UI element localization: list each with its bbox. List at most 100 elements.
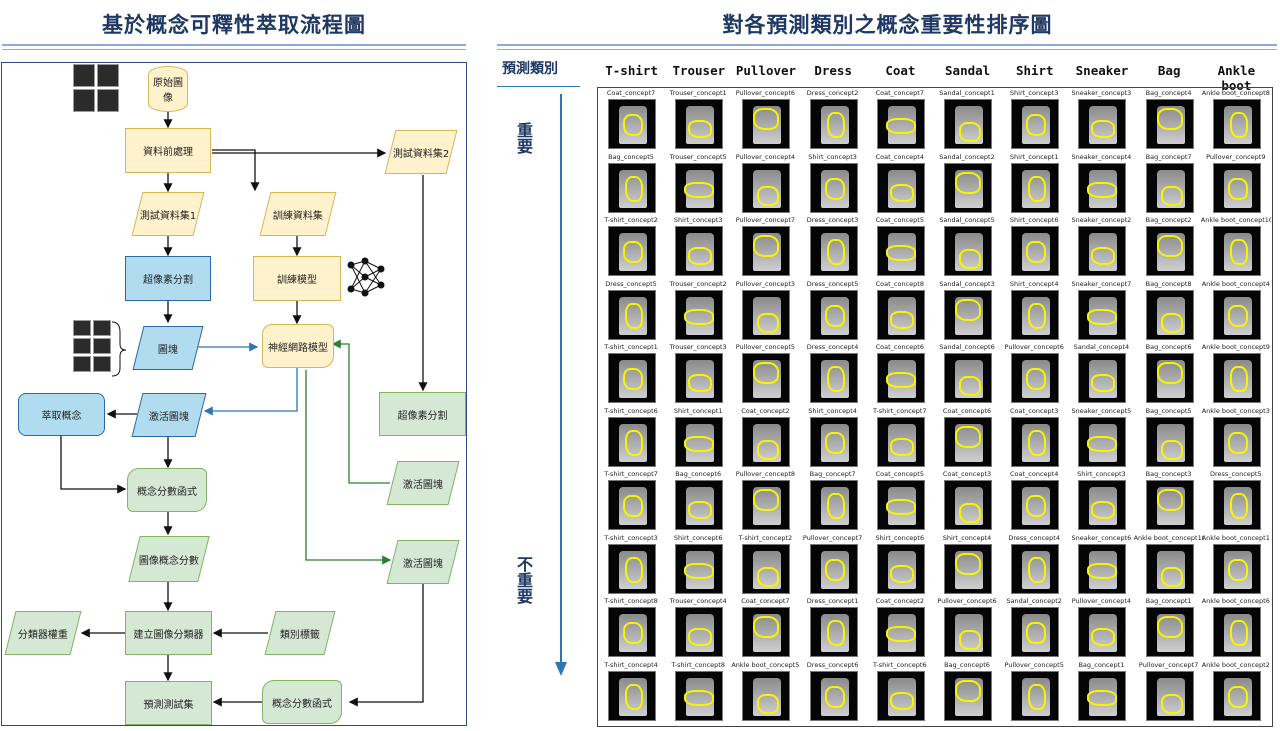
concept-image <box>809 353 858 403</box>
concept-cell: Sneaker_concept7 <box>1068 279 1134 342</box>
concept-image <box>1078 543 1127 594</box>
concept-cell: Coat_concept7 <box>867 88 933 151</box>
concept-region-outline <box>826 493 845 519</box>
concept-cell: Pullover_concept5 <box>732 342 798 405</box>
title-underline-thin <box>2 49 466 50</box>
concept-image <box>742 226 791 276</box>
nn-model-label: 神經網路模型 <box>268 342 328 354</box>
concept-label: Pullover_concept9 <box>1206 152 1266 161</box>
concept-image <box>675 416 724 467</box>
concept-cell: Bag_concept8 <box>1136 279 1202 342</box>
concept-label: Dress_concept2 <box>806 89 859 97</box>
flowchart-title: 基於概念可釋性萃取流程圖 <box>102 13 366 37</box>
concept-cell: Sneaker_concept4 <box>1068 152 1134 215</box>
concept-region-outline <box>625 302 643 329</box>
concept-region-outline <box>826 239 845 265</box>
concept-image <box>1145 543 1194 594</box>
train-set-label: 訓練資料集 <box>273 210 323 222</box>
concept-region-outline <box>824 304 845 327</box>
concept-cell: Trouser_concept4 <box>665 596 731 659</box>
concept-cell: Bag_concept1 <box>1136 596 1202 659</box>
concept-region-outline <box>753 616 780 638</box>
concept-region-outline <box>889 691 914 710</box>
concept-label: Pullover_concept4 <box>1071 597 1132 605</box>
concept-region-outline <box>623 622 643 644</box>
classifier-weights-node: 分類器權重 <box>4 611 82 655</box>
concept-cell: T-shirt_concept2 <box>732 533 798 596</box>
concept-label: Coat_concept3 <box>1010 406 1059 415</box>
concept-cell: Coat_concept3 <box>934 469 1000 532</box>
concept-region-outline <box>885 372 916 388</box>
test-set2-node: 測試資料集2 <box>384 130 458 174</box>
concept-region-outline <box>959 249 981 269</box>
concept-cell: Dress_concept3 <box>800 215 866 278</box>
concept-image <box>1011 226 1060 276</box>
concept-region-outline <box>1026 241 1047 263</box>
concept-label: Pullover_concept6 <box>937 597 997 605</box>
concept-label: T-shirt_concept7 <box>604 470 658 478</box>
concept-image <box>675 289 724 340</box>
concept-region-outline <box>826 112 845 138</box>
concept-image <box>876 480 925 530</box>
concept-image <box>1078 416 1127 467</box>
concept-cell: Ankle boot_concept4 <box>1202 279 1270 342</box>
concept-label: Coat_concept6 <box>875 343 924 351</box>
concept-cell: Pullover_concept7 <box>800 533 866 596</box>
concept-region-outline <box>1227 558 1248 581</box>
concept-cell: Shirt_concept1 <box>665 406 731 469</box>
concept-image <box>742 99 791 149</box>
concept-region-outline <box>1091 120 1116 138</box>
concept-cell: Shirt_concept6 <box>867 533 933 596</box>
concept-cell: T-shirt_concept4 <box>598 660 664 723</box>
concept-cell: Ankle boot_concept6 <box>1201 596 1270 659</box>
concept-image <box>742 543 791 594</box>
flowchart-connectors <box>60 112 428 707</box>
concept-label: T-shirt_concept8 <box>671 660 725 669</box>
concept-cell: Dress_concept5 <box>1203 469 1269 532</box>
concept-region-outline <box>1091 628 1116 646</box>
concept-image <box>876 162 925 213</box>
concept-region-outline <box>684 308 715 325</box>
concept-label: Ankle boot_concept5 <box>731 660 800 669</box>
concept-cell: Coat_concept7 <box>732 596 798 659</box>
concept-region-outline <box>826 620 845 646</box>
concept-image <box>1078 162 1127 213</box>
concept-label: Bag_concept6 <box>1145 343 1192 351</box>
concept-cell: Bag_concept4 <box>1136 88 1202 151</box>
concept-region-outline <box>688 247 713 265</box>
test-set2-label: 測試資料集2 <box>392 148 450 160</box>
concept-cell: Dress_concept5 <box>598 279 664 342</box>
concept-cell: Bag_concept2 <box>1136 215 1202 278</box>
concept-cell: Coat_concept4 <box>867 152 933 215</box>
concept-region-outline <box>955 298 981 321</box>
column-header: Shirt <box>1015 63 1054 78</box>
concept-label: Ankle boot_concept6 <box>1201 597 1270 605</box>
concept-region-outline <box>753 362 780 384</box>
concept-region-outline <box>1156 616 1183 638</box>
concept-image <box>1212 162 1261 213</box>
concept-image <box>876 607 925 657</box>
concept-label: Shirt_concept3 <box>1009 89 1059 97</box>
concept-region-outline <box>885 245 916 261</box>
concept-region-outline <box>1028 683 1047 710</box>
concept-label: Coat_concept7 <box>875 89 924 97</box>
concept-region-outline <box>1156 489 1183 511</box>
concept-image <box>608 99 656 149</box>
concept-cell: Bag_concept7 <box>1136 152 1202 215</box>
concept-region-outline <box>1160 312 1183 333</box>
superpixel-left-node: 超像素分割 <box>125 256 211 301</box>
concept-label: T-shirt_concept6 <box>604 406 658 415</box>
concept-cell: T-shirt_concept2 <box>598 215 664 278</box>
concept-region-outline <box>1229 620 1248 646</box>
concept-region-outline <box>1156 362 1183 384</box>
concept-label: Pullover_concept6 <box>1004 343 1064 351</box>
activation-patches-right-node: 激活圖塊 <box>386 540 460 584</box>
concept-label: Shirt_concept3 <box>673 216 723 224</box>
concept-image <box>1145 353 1194 403</box>
concept-region-outline <box>885 499 916 515</box>
extract-concepts-node: 萃取概念 <box>18 393 105 436</box>
concept-image <box>742 607 791 657</box>
concept-label: Coat_concept4 <box>1010 470 1059 478</box>
concept-label: T-shirt_concept7 <box>873 406 927 415</box>
concept-cell: Shirt_concept3 <box>800 152 866 215</box>
